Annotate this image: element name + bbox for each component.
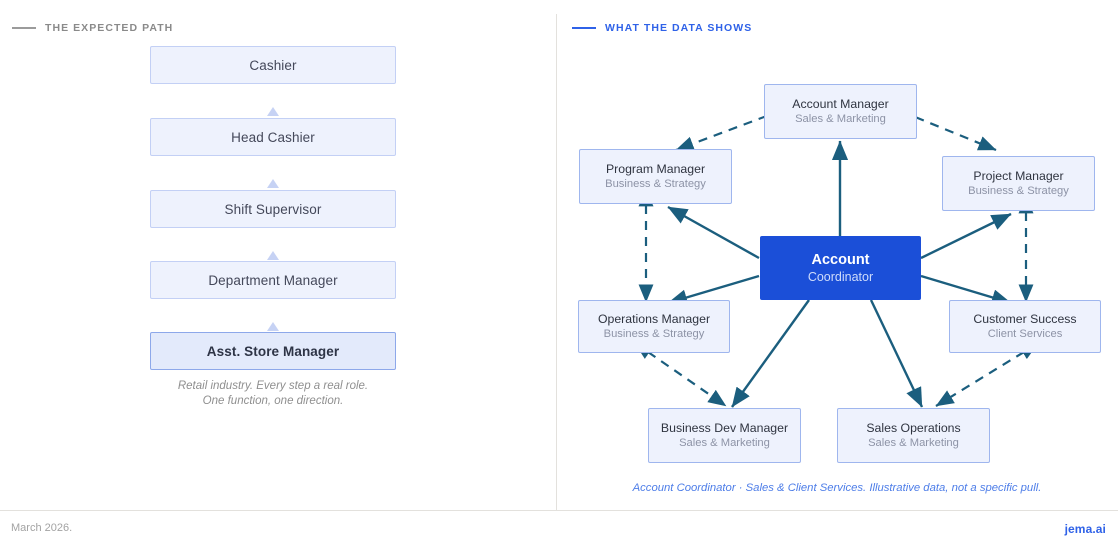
career-step-label: Shift Supervisor <box>224 201 322 217</box>
network-node-project-manager[interactable]: Project Manager Business & Strategy <box>942 156 1095 211</box>
node-family-label: Sales & Marketing <box>868 437 959 449</box>
node-role-label: Operations Manager <box>597 312 711 326</box>
right-panel-eyebrow: WHAT THE DATA SHOWS <box>572 22 752 34</box>
eyebrow-rule-icon <box>12 27 36 29</box>
career-step-3[interactable]: Department Manager <box>150 261 396 299</box>
right-panel-eyebrow-label: WHAT THE DATA SHOWS <box>605 22 753 34</box>
network-node-account-manager[interactable]: Account Manager Sales & Marketing <box>764 84 917 139</box>
node-role-label: Account <box>811 252 870 268</box>
node-family-label: Business & Strategy <box>968 185 1069 197</box>
footer-divider <box>0 510 1118 511</box>
left-panel-note: Retail industry. Every step a real role.… <box>120 379 426 409</box>
network-node-center-account-coordinator[interactable]: Account Coordinator <box>760 236 921 300</box>
network-node-operations-manager[interactable]: Operations Manager Business & Strategy <box>578 300 730 353</box>
node-family-label: Client Services <box>987 328 1063 340</box>
node-role-label: Customer Success <box>973 312 1077 326</box>
transition-network: Account Manager Sales & Marketing Progra… <box>556 0 1118 544</box>
career-step-label: Asst. Store Manager <box>206 343 340 359</box>
right-panel-note: Account Coordinator · Sales & Client Ser… <box>632 482 1042 494</box>
panel-divider <box>556 14 557 510</box>
node-family-label: Business & Strategy <box>603 328 705 340</box>
career-step-2[interactable]: Shift Supervisor <box>150 190 396 228</box>
career-step-arrow-up-icon <box>267 179 279 188</box>
node-family-label: Sales & Marketing <box>795 113 886 125</box>
node-family-label: Coordinator <box>807 270 874 284</box>
left-panel-eyebrow-label: THE EXPECTED PATH <box>45 22 174 34</box>
career-step-arrow-up-icon <box>267 107 279 116</box>
left-panel-eyebrow: THE EXPECTED PATH <box>12 22 173 34</box>
career-step-label: Cashier <box>249 57 297 73</box>
node-role-label: Account Manager <box>792 97 889 111</box>
footer-date: March 2026. <box>11 522 73 534</box>
career-step-0[interactable]: Cashier <box>150 46 396 84</box>
career-step-1[interactable]: Head Cashier <box>150 118 396 156</box>
eyebrow-rule-icon <box>572 27 596 29</box>
career-step-label: Head Cashier <box>231 129 315 145</box>
network-node-sales-operations[interactable]: Sales Operations Sales & Marketing <box>837 408 990 463</box>
node-role-label: Business Dev Manager <box>660 421 789 435</box>
career-step-arrow-up-icon <box>267 322 279 331</box>
node-role-label: Project Manager <box>973 169 1064 183</box>
node-family-label: Business & Strategy <box>605 178 706 190</box>
network-node-customer-success[interactable]: Customer Success Client Services <box>949 300 1101 353</box>
node-role-label: Sales Operations <box>866 421 961 435</box>
left-panel-note-line-1: Retail industry. Every step a real role. <box>177 380 369 392</box>
network-node-business-dev-manager[interactable]: Business Dev Manager Sales & Marketing <box>648 408 801 463</box>
career-step-4[interactable]: Asst. Store Manager <box>150 332 396 370</box>
footer-brand-logo: jema.ai <box>1064 522 1106 536</box>
career-step-label: Department Manager <box>208 272 338 288</box>
node-role-label: Program Manager <box>605 162 706 176</box>
network-node-program-manager[interactable]: Program Manager Business & Strategy <box>579 149 732 204</box>
career-step-arrow-up-icon <box>267 251 279 260</box>
node-family-label: Sales & Marketing <box>679 437 770 449</box>
left-panel-note-line-2: One function, one direction. <box>202 395 344 407</box>
